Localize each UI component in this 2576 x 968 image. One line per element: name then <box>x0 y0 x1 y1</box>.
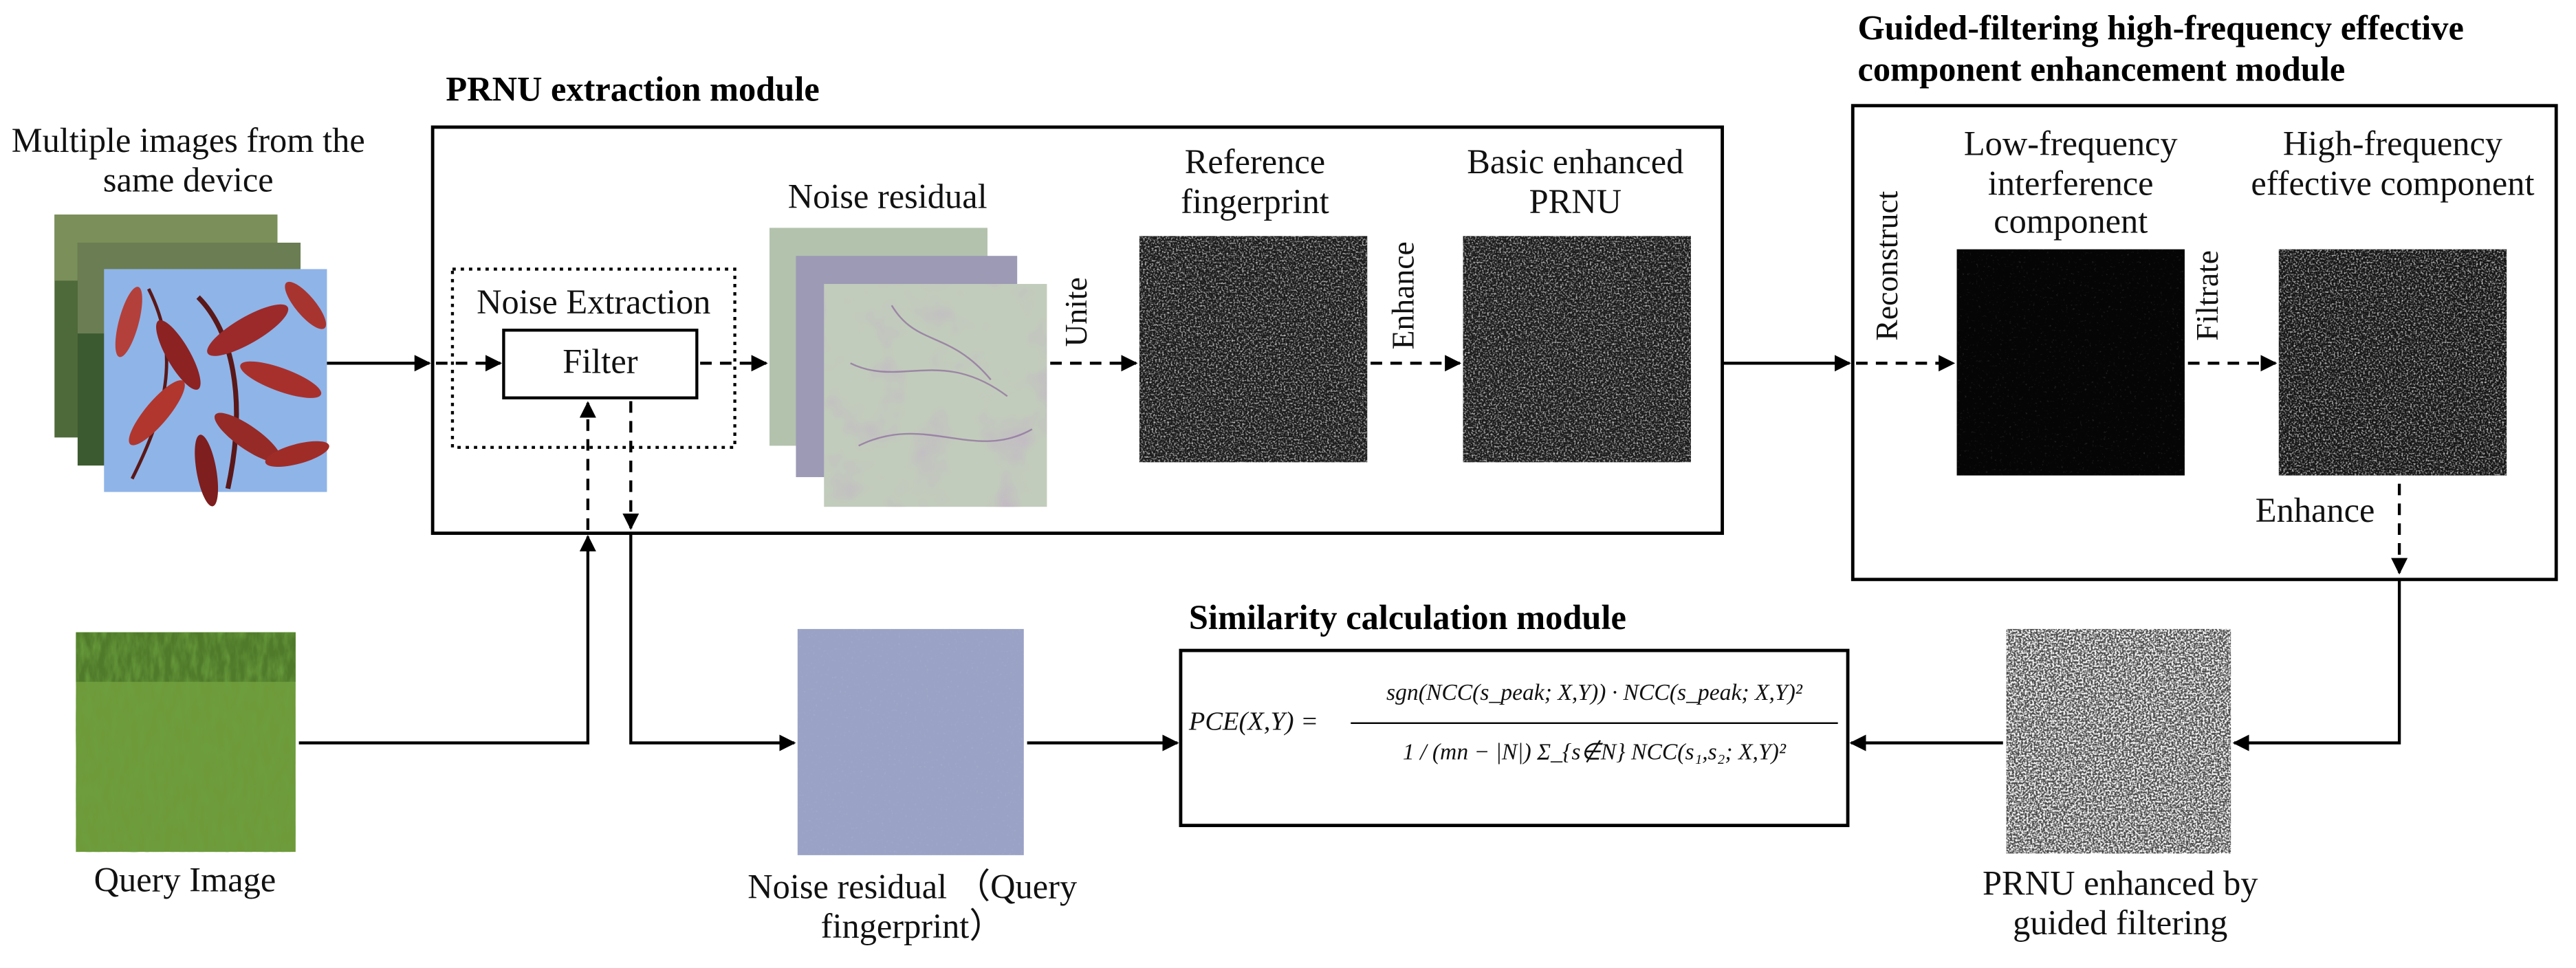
similarity-module-title: Similarity calculation module <box>1188 597 1626 637</box>
reconstruct-label: Reconstruct <box>1870 190 1906 341</box>
basic-enhanced-prnu-image <box>1463 236 1691 463</box>
guided-filtering-box <box>1851 104 2558 582</box>
multiple-images-label: Multiple images from the same device <box>11 120 365 199</box>
noise-extraction-box <box>450 267 736 449</box>
low-frequency-label: Low-frequency interference component <box>1963 124 2178 241</box>
image-stack <box>54 214 329 507</box>
noise-residual-stack <box>769 228 1047 507</box>
enhance-down-label: Enhance <box>2255 490 2375 530</box>
guided-module-title: Guided-filtering high-frequency effectiv… <box>1857 8 2464 89</box>
high-frequency-image <box>2278 249 2507 476</box>
leaf-illustration <box>115 281 329 507</box>
high-frequency-label: High-frequency effective component <box>2251 124 2535 203</box>
similarity-box <box>1179 648 1850 828</box>
query-residual-label: Noise residual （Query fingerprint） <box>747 866 1078 945</box>
enhance-label: Enhance <box>1387 241 1422 350</box>
arrow-to-prnu-guided <box>2232 579 2401 751</box>
query-image <box>76 632 296 852</box>
reference-fingerprint-image <box>1139 236 1368 463</box>
filtrate-label: Filtrate <box>2191 250 2226 341</box>
prnu-guided-label: PRNU enhanced by guided filtering <box>1982 863 2258 942</box>
filter-label: Filter <box>563 342 638 382</box>
unite-label: Unite <box>1060 277 1095 347</box>
query-image-label: Query Image <box>94 860 276 900</box>
noise-extraction-label: Noise Extraction <box>477 282 711 322</box>
basic-enhanced-label: Basic enhanced PRNU <box>1467 142 1684 221</box>
arrow-to-query-residual <box>629 535 796 751</box>
reference-fingerprint-label: Reference fingerprint <box>1181 142 1329 221</box>
noise-residual-label: Noise residual <box>787 176 987 217</box>
formula-lhs: PCE(X,Y) = <box>1188 708 1319 736</box>
formula-numerator: sgn(NCC(s_peak; X,Y)) · NCC(s_peak; X,Y)… <box>1386 681 1802 707</box>
formula-denominator: 1 / (mn − |N|) Σ_{s∉N} NCC(s₁,s₂; X,Y)² <box>1402 741 1786 767</box>
arrow-query-up <box>298 535 596 745</box>
query-residual-image <box>797 628 1024 855</box>
prnu-guided-image <box>2006 628 2231 854</box>
filter-box <box>502 329 699 399</box>
low-frequency-image <box>1956 249 2185 476</box>
prnu-extraction-box <box>430 125 1724 536</box>
prnu-module-title: PRNU extraction module <box>446 69 820 109</box>
